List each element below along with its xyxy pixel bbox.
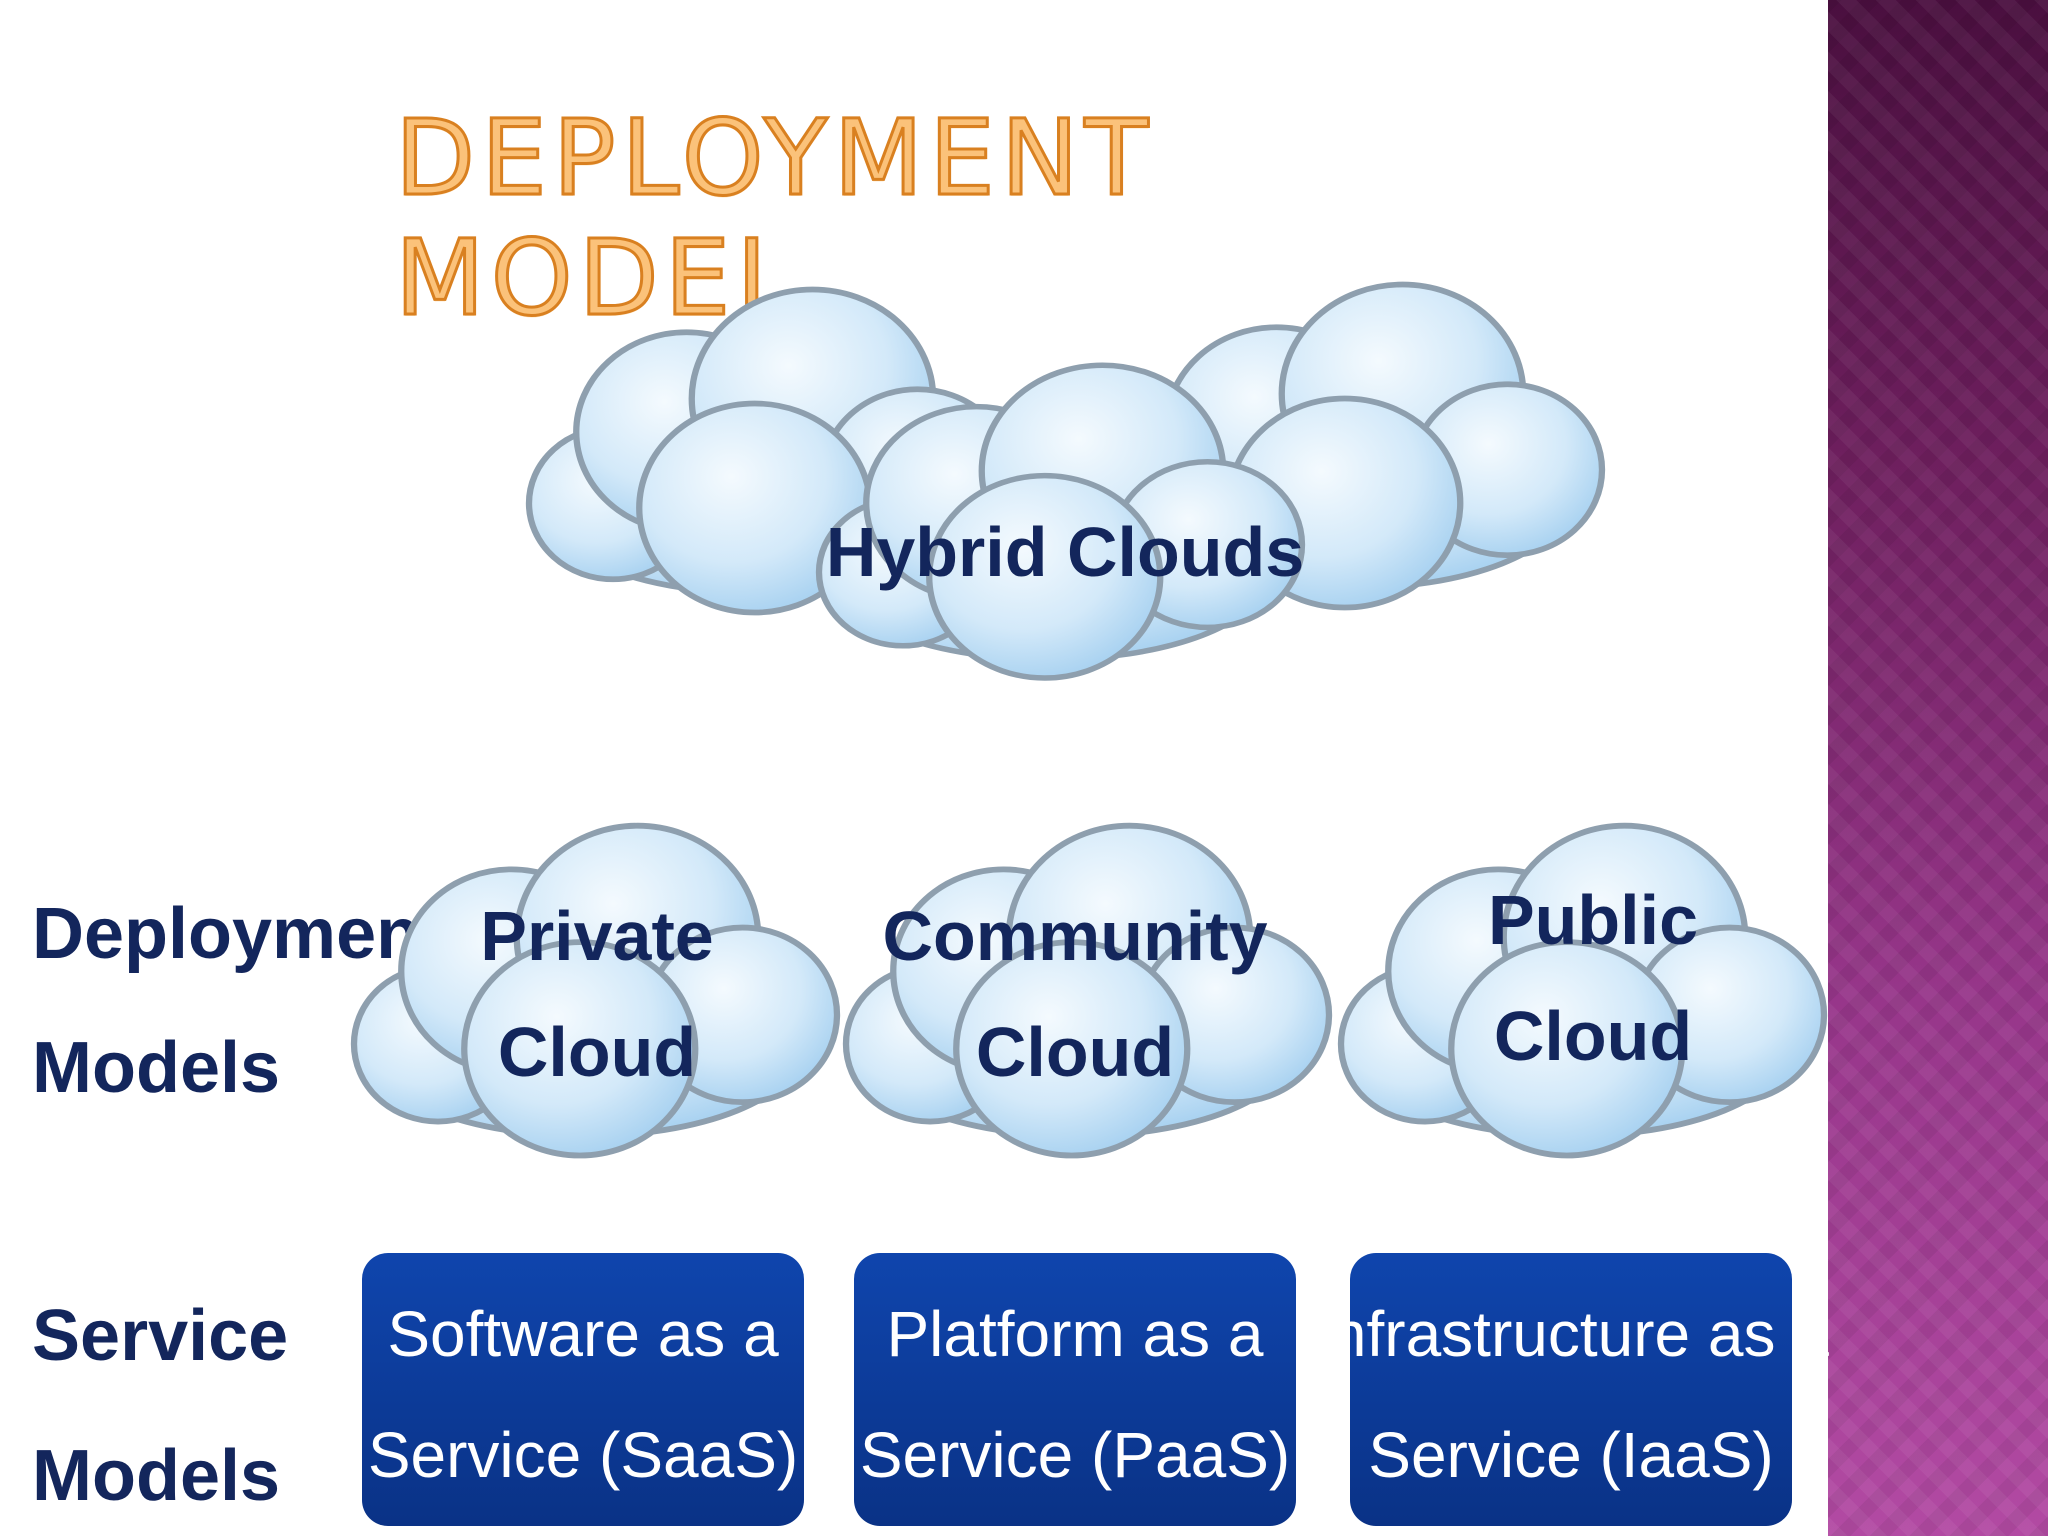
community-cloud: Community Cloud xyxy=(846,826,1329,1156)
decorative-side-band xyxy=(1828,0,2048,1536)
private-cloud-label-line2: Cloud xyxy=(498,1013,696,1091)
service-models-label-line2: Models xyxy=(32,1436,280,1516)
public-cloud-label-line2: Cloud xyxy=(1494,997,1692,1075)
saas-label-line1: Software as a xyxy=(387,1298,779,1370)
service-models-label-line1: Service xyxy=(32,1296,288,1376)
paas-label-line1: Platform as a xyxy=(886,1298,1263,1370)
paas-label-line2: Service (PaaS) xyxy=(860,1419,1290,1491)
private-cloud: Private Cloud xyxy=(354,826,837,1156)
iaas-label-line1: Infrastructure as a xyxy=(1313,1298,1829,1370)
community-cloud-label-line1: Community xyxy=(883,897,1268,975)
paas-box: Platform as a Service (PaaS) xyxy=(854,1253,1296,1526)
hybrid-cloud-label: Hybrid Clouds xyxy=(826,513,1304,591)
hybrid-cloud: Hybrid Clouds xyxy=(529,285,1602,679)
deployment-models-label-line1: Deployment xyxy=(32,894,444,974)
community-cloud-label-line2: Cloud xyxy=(976,1013,1174,1091)
deployment-models-label-line2: Models xyxy=(32,1028,280,1108)
public-cloud-label-line1: Public xyxy=(1488,881,1698,959)
saas-box: Software as a Service (SaaS) xyxy=(362,1253,804,1526)
private-cloud-label-line1: Private xyxy=(480,897,713,975)
saas-label-line2: Service (SaaS) xyxy=(368,1419,798,1491)
iaas-box: Infrastructure as a Service (IaaS) xyxy=(1313,1253,1829,1526)
public-cloud: Public Cloud xyxy=(1341,826,1824,1156)
iaas-label-line2: Service (IaaS) xyxy=(1368,1419,1773,1491)
